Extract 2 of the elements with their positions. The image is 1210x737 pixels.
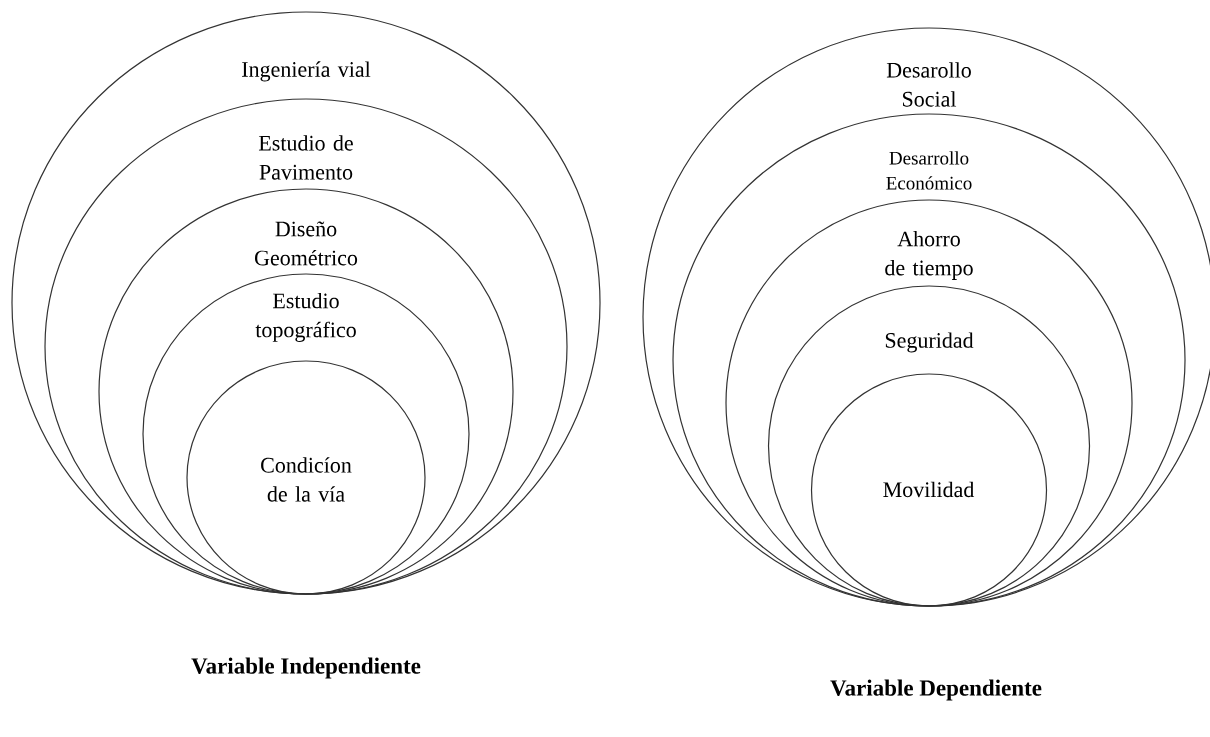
group-heading: Variable Dependiente: [830, 679, 1042, 701]
group-heading: Variable Independiente: [191, 657, 421, 679]
